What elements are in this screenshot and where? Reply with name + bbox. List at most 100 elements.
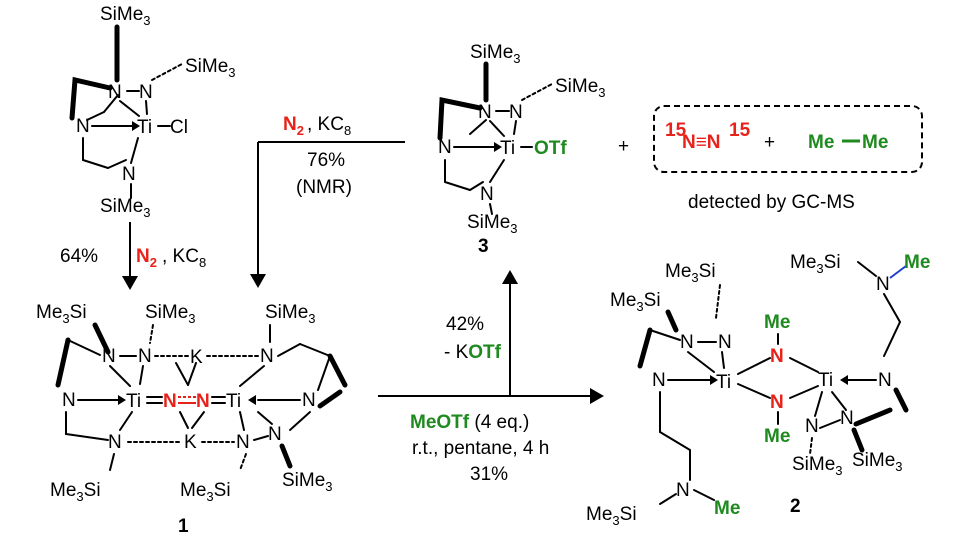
bond (109, 365, 131, 387)
plus-sign: + (764, 132, 775, 153)
atom-n: N (260, 346, 274, 367)
bond (469, 181, 484, 191)
atom-n: N (480, 184, 494, 205)
atom-n: N (509, 102, 523, 123)
atom-n: N (876, 274, 890, 295)
bond-hash (521, 83, 553, 101)
bond (444, 181, 471, 191)
bond (687, 351, 715, 373)
arrowhead (122, 276, 138, 290)
plus-sign: + (618, 136, 629, 157)
atom-n: N (676, 480, 690, 501)
arrowhead (250, 274, 266, 288)
atom-ti: Ti (226, 391, 241, 412)
bond-bold (279, 443, 293, 469)
arrowhead (502, 270, 518, 284)
bond (119, 411, 133, 431)
bond-hash (809, 437, 813, 455)
conditions-solvent: r.t., pentane, 4 h (412, 438, 549, 459)
atom-n: N (302, 390, 316, 411)
atom-n: N (840, 408, 854, 429)
atom-n-red: N (770, 392, 784, 413)
label-simes: SiMe3 (555, 76, 606, 100)
bond (65, 433, 109, 441)
yield-bottom: 31% (470, 464, 508, 485)
yield-k: 42% (446, 314, 484, 335)
n-me-bond (889, 265, 907, 279)
atom-n: N (878, 370, 892, 391)
dative-arrowhead (248, 395, 256, 405)
bond (814, 391, 823, 417)
bond (737, 383, 771, 399)
bond (693, 489, 715, 501)
bond (721, 351, 725, 369)
label-simes-top: SiMe3 (100, 4, 151, 28)
bond (277, 343, 301, 357)
label-me3si: Me3Si (790, 252, 841, 276)
atom-ti: Ti (716, 372, 731, 393)
atom-n-red: N (163, 391, 177, 412)
reagent-kc8: , KC8 (162, 246, 206, 270)
bond (139, 365, 144, 385)
bond (489, 159, 505, 183)
bond (67, 339, 101, 356)
label-me3si: Me3Si (36, 302, 87, 326)
bond (883, 293, 901, 323)
dative-arrowhead (840, 375, 848, 385)
bond (659, 431, 691, 451)
compound-2: Me3Si Me3Si Me3Si N Me N N Me N N Ti Ti … (586, 252, 930, 528)
bond (109, 453, 115, 471)
bond-bold (893, 387, 909, 413)
compound-number-2: 2 (790, 496, 801, 517)
atom-n: N (438, 137, 452, 158)
arrowhead (590, 388, 604, 404)
atom-n: N (62, 390, 76, 411)
bond (130, 137, 139, 164)
bond (187, 362, 197, 386)
bond-hash (715, 284, 721, 319)
bond-ring-bold (437, 96, 483, 141)
atom-n-red: N (770, 346, 784, 367)
bond-bold (317, 389, 343, 409)
label-me3si: Me3Si (50, 480, 101, 504)
label-simes: SiMe3 (792, 454, 843, 478)
ethane-me: Me (808, 132, 834, 153)
bond (257, 411, 273, 425)
methyl-me: Me (764, 426, 790, 447)
ethane-me: Me (862, 132, 888, 153)
atom-n: N (108, 82, 122, 103)
bond (469, 119, 487, 135)
arrow-left-down: 64% N2 , KC8 (60, 222, 206, 290)
label-simes: SiMe3 (265, 302, 316, 326)
bond (317, 355, 331, 391)
atom-n: N (76, 116, 90, 137)
bond (239, 411, 245, 431)
bond (489, 120, 505, 137)
bond (649, 329, 681, 341)
methyl-me: Me (904, 252, 930, 273)
dinitrogen-15: N≡N (682, 132, 721, 153)
reagent-n2: N2 (136, 246, 157, 270)
bond (737, 357, 771, 375)
label-simes: SiMe3 (145, 302, 196, 326)
isotope-label: 15 (729, 120, 751, 141)
starting-material-ti-cl: SiMe3 SiMe3 N N N Ti Cl N SiMe3 (69, 4, 236, 220)
label-simes: SiMe3 (470, 42, 521, 66)
bond (86, 111, 105, 121)
bond-hash (151, 63, 183, 81)
atom-n: N (108, 432, 122, 453)
bond (513, 120, 517, 135)
bond (819, 419, 841, 429)
label-me3si: Me3Si (586, 504, 637, 528)
bond-bold (327, 353, 348, 388)
gc-ms-note: detected by GC-MS (688, 192, 855, 213)
bond (659, 493, 677, 505)
compound-3: SiMe3 SiMe3 N N N Ti OTf N SiMe3 3 (437, 42, 606, 257)
label-simes-right: SiMe3 (185, 56, 236, 80)
atom-ti: Ti (500, 138, 515, 159)
atom-ti: Ti (126, 391, 141, 412)
atom-n-red: N (196, 391, 210, 412)
bond (883, 321, 901, 357)
methyl-me: Me (764, 312, 790, 333)
reagent-meotf: MeOTf (4 eq.) (410, 412, 529, 433)
